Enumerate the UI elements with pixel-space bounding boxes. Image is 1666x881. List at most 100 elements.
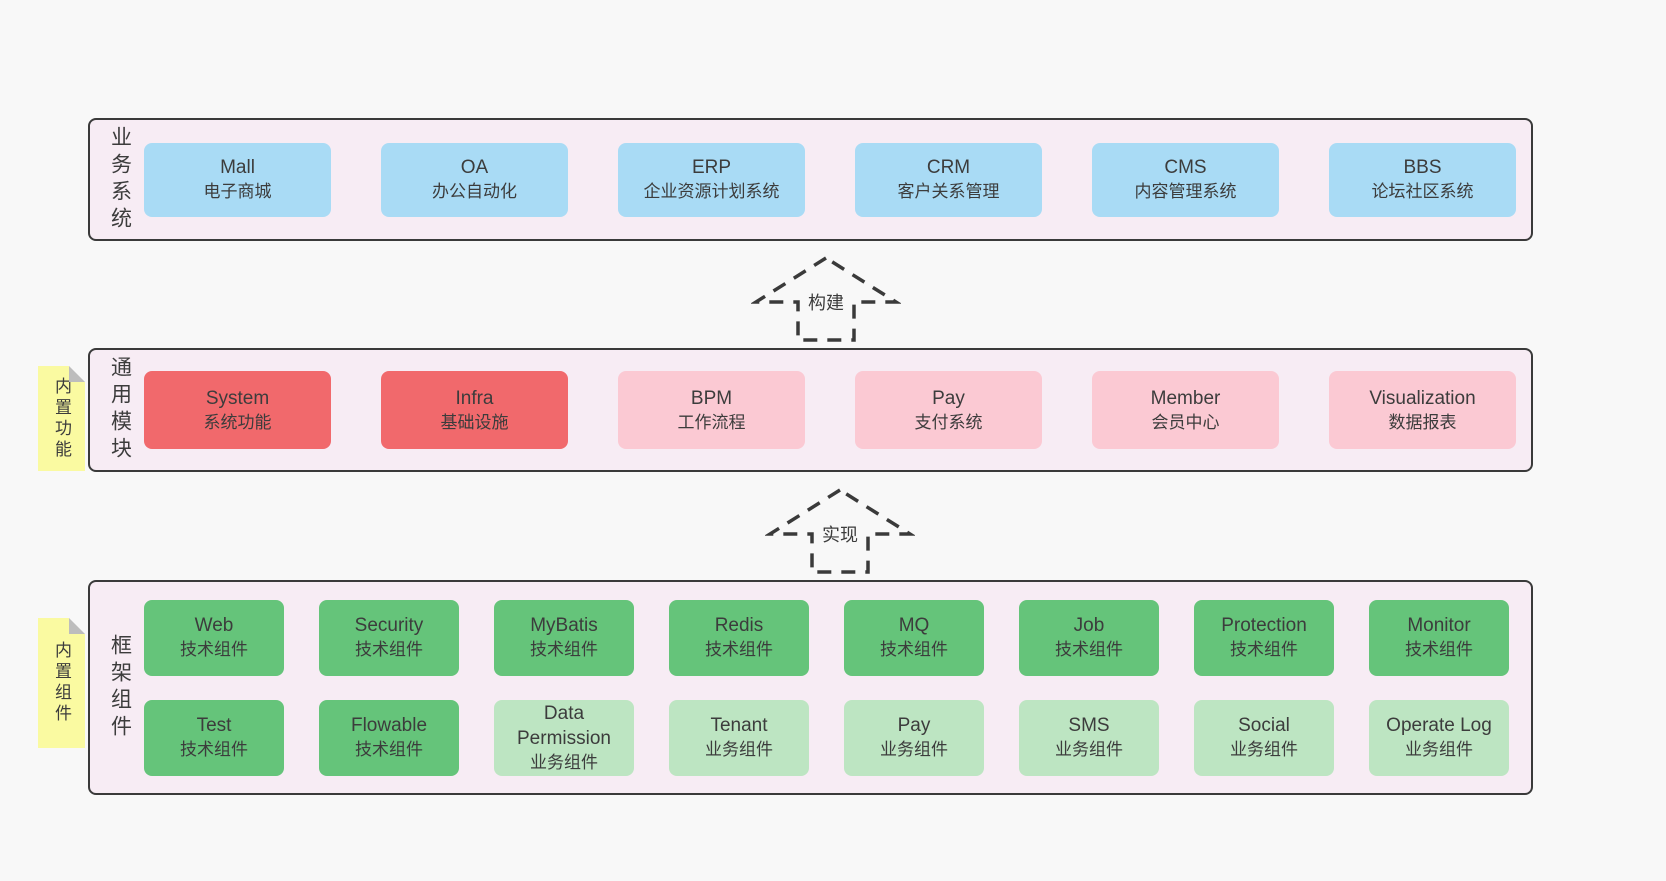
box-pay-module: Pay 支付系统: [855, 371, 1042, 449]
box-protection: Protection 技术组件: [1194, 599, 1334, 676]
box-name: Social: [1238, 715, 1290, 736]
box-tenant: Tenant 业务组件: [669, 699, 809, 776]
box-crm: CRM 客户关系管理: [855, 142, 1042, 217]
box-name: ERP: [691, 157, 732, 178]
box-bbs: BBS 论坛社区系统: [1329, 142, 1516, 217]
arrow-label-backdrop: [800, 290, 852, 315]
band-common-modules: 通用模块 System 系统功能 Infra 基础设施 BPM 工作流程 Pay…: [88, 348, 1533, 472]
box-subtitle: 电子商城: [203, 182, 272, 201]
box-subtitle: 系统功能: [203, 412, 272, 432]
box-test: Test 技术组件: [144, 699, 284, 776]
box-infra: Infra 基础设施: [381, 371, 568, 449]
box-subtitle: 技术组件: [180, 640, 248, 659]
box-subtitle: 基础设施: [440, 412, 509, 432]
arrow-build-label: 构建: [808, 293, 844, 313]
box-name: MQ: [898, 615, 930, 636]
box-name: Redis: [714, 615, 764, 636]
framework-box-row-1: Web 技术组件 Security 技术组件 MyBatis 技术组件 Redi…: [144, 599, 1517, 676]
box-subtitle: 工作流程: [677, 412, 746, 432]
arrow-outline: [765, 487, 915, 574]
box-name: Mall: [220, 157, 255, 178]
box-social: Social 业务组件: [1194, 699, 1334, 776]
box-name: Job: [1073, 615, 1105, 636]
box-bpm: BPM 工作流程: [618, 371, 805, 449]
box-subtitle: 办公自动化: [432, 182, 517, 201]
box-subtitle: 数据报表: [1388, 412, 1457, 432]
band-modules-label: 通用模块: [108, 356, 132, 464]
box-sms: SMS 业务组件: [1019, 699, 1159, 776]
box-name: Security: [354, 615, 424, 636]
business-box-row: Mall 电子商城 OA 办公自动化 ERP 企业资源计划系统 CRM 客户关系…: [144, 142, 1517, 217]
box-visualization: Visualization 数据报表: [1329, 371, 1516, 449]
box-subtitle: 技术组件: [355, 740, 423, 759]
box-name: System: [205, 387, 270, 409]
box-name: CMS: [1164, 157, 1207, 178]
box-mall: Mall 电子商城: [144, 142, 331, 217]
box-name: BPM: [690, 387, 733, 409]
box-name: CRM: [926, 157, 971, 178]
box-subtitle: 内容管理系统: [1134, 182, 1237, 201]
box-redis: Redis 技术组件: [669, 599, 809, 676]
arrow-implement: 实现: [765, 487, 915, 575]
band-framework-label: 框架组件: [108, 633, 132, 742]
box-monitor: Monitor 技术组件: [1369, 599, 1509, 676]
box-name: Flowable: [350, 715, 428, 736]
box-subtitle: 技术组件: [180, 740, 248, 759]
arrow-implement-label: 实现: [822, 525, 858, 545]
arrow-implement-shape: 实现: [765, 487, 915, 574]
box-name: Monitor: [1407, 615, 1471, 636]
box-cms: CMS 内容管理系统: [1092, 142, 1279, 217]
box-name: Test: [196, 715, 232, 736]
box-subtitle: 业务组件: [530, 752, 598, 772]
box-job: Job 技术组件: [1019, 599, 1159, 676]
band-business-label: 业务系统: [108, 125, 132, 234]
sticky-label: 内置功能: [52, 376, 71, 461]
sticky-note-built-in-components: 内置组件: [38, 618, 85, 748]
box-subtitle: 技术组件: [1405, 640, 1473, 659]
box-name: Member: [1150, 387, 1221, 409]
box-subtitle: 业务组件: [1230, 740, 1298, 759]
modules-box-row: System 系统功能 Infra 基础设施 BPM 工作流程 Pay 支付系统…: [144, 371, 1517, 449]
arrow-build-shape: 构建: [751, 255, 901, 342]
box-web: Web 技术组件: [144, 599, 284, 676]
box-mybatis: MyBatis 技术组件: [494, 599, 634, 676]
box-name: Operate Log: [1386, 715, 1492, 736]
box-subtitle: 技术组件: [355, 640, 423, 659]
box-oa: OA 办公自动化: [381, 142, 568, 217]
box-name: Pay: [897, 715, 931, 736]
box-name: Protection: [1221, 615, 1307, 636]
band-framework-components: 框架组件 Web 技术组件 Security 技术组件 MyBatis 技术组件…: [88, 580, 1533, 795]
band-business-systems: 业务系统 Mall 电子商城 OA 办公自动化 ERP 企业资源计划系统 CRM…: [88, 118, 1533, 241]
box-name: OA: [460, 157, 489, 178]
box-name: Tenant: [710, 715, 768, 736]
box-subtitle: 技术组件: [1055, 640, 1123, 659]
box-subtitle: 客户关系管理: [897, 182, 1000, 201]
box-name: Visualization: [1369, 387, 1476, 409]
framework-box-row-2: Test 技术组件 Flowable 技术组件 Data Permission …: [144, 699, 1517, 776]
box-name: SMS: [1068, 715, 1110, 736]
box-name: Data Permission: [517, 702, 611, 749]
sticky-label: 内置组件: [52, 641, 71, 725]
box-name: BBS: [1403, 157, 1442, 178]
sticky-note-built-in-features: 内置功能: [38, 366, 85, 471]
box-operate-log: Operate Log 业务组件: [1369, 699, 1509, 776]
box-name: MyBatis: [530, 615, 598, 636]
box-system: System 系统功能: [144, 371, 331, 449]
box-subtitle: 技术组件: [880, 640, 948, 659]
box-erp: ERP 企业资源计划系统: [618, 142, 805, 217]
box-subtitle: 业务组件: [1055, 740, 1123, 759]
box-subtitle: 业务组件: [880, 740, 948, 759]
arrow-outline: [751, 255, 901, 342]
arrow-label-backdrop: [814, 522, 866, 547]
box-name: Pay: [932, 387, 965, 409]
box-security: Security 技术组件: [319, 599, 459, 676]
box-subtitle: 技术组件: [1230, 640, 1298, 659]
box-pay-component: Pay 业务组件: [844, 699, 984, 776]
box-data-permission: Data Permission 业务组件: [494, 699, 634, 776]
box-subtitle: 支付系统: [914, 412, 983, 432]
box-name: Infra: [455, 387, 494, 409]
box-subtitle: 技术组件: [530, 640, 598, 659]
box-subtitle: 业务组件: [705, 740, 773, 759]
box-mq: MQ 技术组件: [844, 599, 984, 676]
